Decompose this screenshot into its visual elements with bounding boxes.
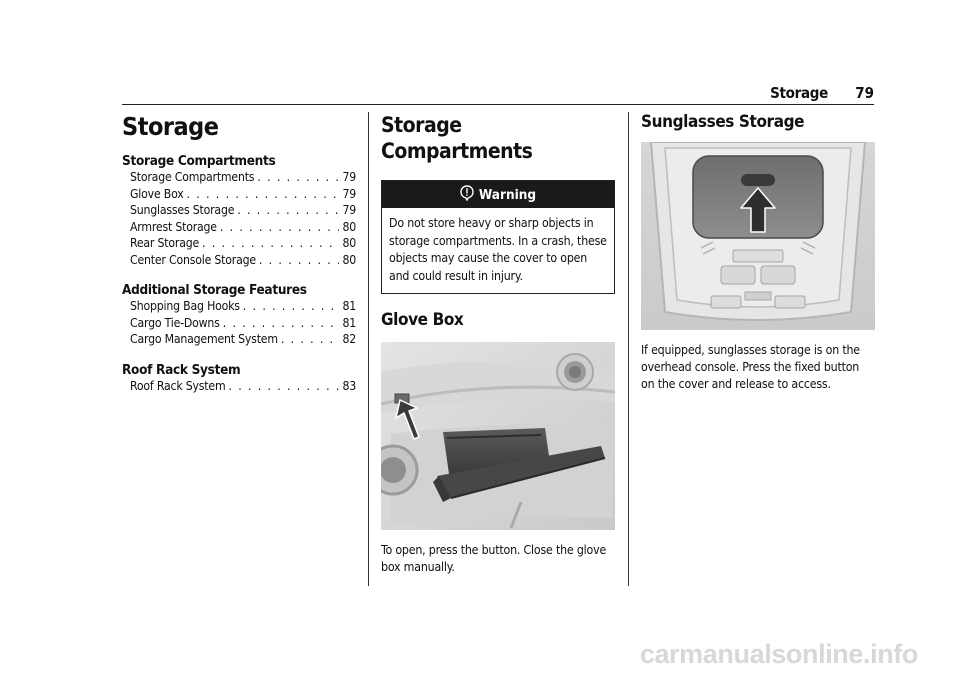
chapter-title: Storage [122, 112, 219, 141]
toc-entry-page: 82 [342, 332, 356, 346]
toc-entry-label: Sunglasses Storage [130, 203, 235, 217]
toc-entry-page: 80 [342, 236, 356, 250]
toc-entry[interactable]: Storage Compartments 79 [122, 169, 356, 186]
toc-entry-label: Rear Storage [130, 236, 200, 250]
arrow-icon [740, 187, 776, 233]
toc-group-heading: Roof Rack System [122, 361, 241, 378]
toc-entry[interactable]: Cargo Tie-Downs 81 [122, 315, 356, 332]
sunglasses-storage-photo [641, 142, 875, 330]
toc-group-heading: Additional Storage Features [122, 282, 307, 298]
column-2: Storage Compartments Warning Do not stor… [381, 112, 615, 576]
toc-entry-page: 83 [342, 378, 356, 393]
toc-leader-dots [187, 186, 340, 203]
toc-entry[interactable]: Cargo Management System 82 [122, 331, 356, 348]
warning-box: Warning Do not store heavy or sharp obje… [381, 180, 615, 294]
warning-header: Warning [382, 181, 614, 208]
arrow-icon [395, 399, 420, 440]
header-page-number: 79 [855, 84, 874, 102]
toc-entry-page: 79 [342, 170, 356, 184]
sunglasses-storage-text: If equipped, sunglasses storage is on th… [641, 343, 860, 391]
column-divider-2 [628, 112, 629, 586]
watermark: carmanualsonline.info [639, 639, 919, 669]
toc-entry[interactable]: Armrest Storage 80 [122, 219, 356, 236]
toc-entry-page: 81 [342, 315, 356, 330]
toc-leader-dots [259, 252, 340, 269]
toc-group-heading: Storage Compartments [122, 153, 276, 169]
column-divider-1 [368, 112, 369, 586]
toc-entry-label: Roof Rack System [130, 378, 226, 393]
toc-entry[interactable]: Center Console Storage 80 [122, 252, 356, 269]
toc-leader-dots [202, 235, 339, 252]
glove-box-text: To open, press the button. Close the glo… [381, 543, 607, 574]
toc-entry[interactable]: Glove Box 79 [122, 186, 356, 203]
toc-entry-label: Storage Compartments [130, 170, 255, 184]
toc-leader-dots [257, 169, 339, 186]
toc-entry-page: 80 [342, 252, 356, 267]
warning-icon [460, 184, 474, 205]
header-section-title: Storage [770, 84, 828, 102]
toc-leader-dots [243, 298, 340, 315]
storage-compartments-heading: Storage Compartments [381, 113, 533, 163]
sunglasses-storage-heading: Sunglasses Storage [641, 112, 805, 132]
toc-leader-dots [220, 219, 340, 236]
toc-entry[interactable]: Rear Storage 80 [122, 235, 356, 252]
toc-entry-page: 80 [342, 219, 356, 234]
warning-title: Warning [478, 186, 537, 203]
toc-entry[interactable]: Roof Rack System 83 [122, 378, 356, 395]
toc-entry-label: Armrest Storage [130, 219, 217, 234]
toc-entry[interactable]: Sunglasses Storage 79 [122, 202, 356, 219]
toc-entry[interactable]: Shopping Bag Hooks 81 [122, 298, 356, 315]
toc-entry-page: 79 [342, 203, 356, 217]
toc-leader-dots [228, 378, 339, 395]
toc-entry-label: Glove Box [130, 186, 184, 201]
toc-entry-label: Cargo Management System [130, 332, 278, 346]
toc-entry-page: 81 [342, 299, 356, 313]
toc-entry-page: 79 [342, 186, 356, 201]
running-header: Storage 79 [122, 84, 874, 105]
toc-entry-label: Shopping Bag Hooks [130, 299, 240, 313]
toc-leader-dots [281, 331, 340, 348]
column-3: Sunglasses Storage If equipped, sunglass… [641, 112, 875, 393]
glove-box-photo [381, 342, 615, 530]
toc-leader-dots [237, 202, 339, 219]
glove-box-heading: Glove Box [381, 310, 464, 330]
toc-leader-dots [223, 315, 340, 332]
toc-entry-label: Center Console Storage [130, 252, 256, 267]
warning-text: Do not store heavy or sharp objects in s… [389, 216, 607, 283]
toc-entry-label: Cargo Tie-Downs [130, 315, 220, 330]
